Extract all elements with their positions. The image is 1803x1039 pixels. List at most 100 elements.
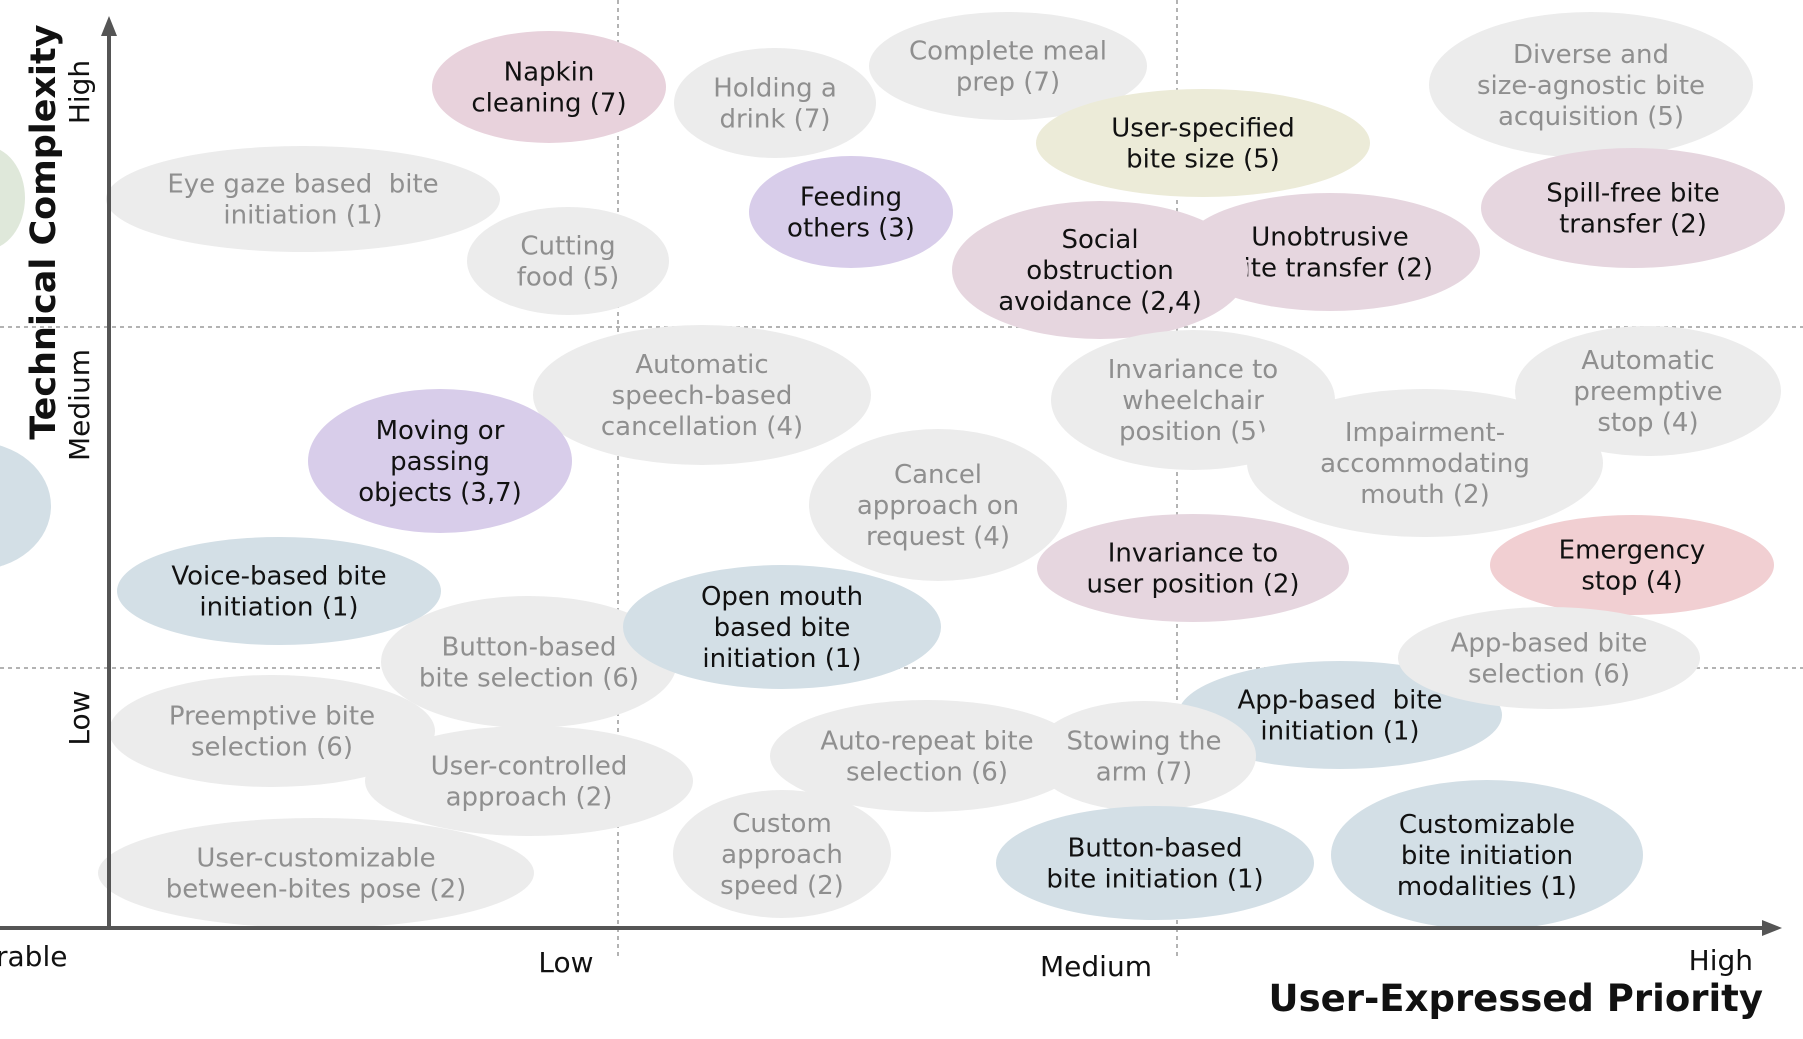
bubble-label-line: bite initiation (1) bbox=[1046, 865, 1263, 895]
bubble-label-line: User-controlled bbox=[431, 752, 628, 782]
bubble-shape bbox=[1037, 514, 1349, 622]
y-axis-title: Technical Complexity bbox=[24, 24, 64, 439]
bubble-label-line: Invariance to bbox=[1108, 539, 1278, 569]
bubble-shape bbox=[0, 149, 25, 247]
bubble-label-line: initiation (1) bbox=[1260, 717, 1419, 747]
bubble-label-line: request (4) bbox=[866, 522, 1010, 552]
bubble-shape bbox=[308, 389, 572, 533]
bubble-shape bbox=[1331, 780, 1643, 930]
bubble-shape bbox=[98, 818, 534, 928]
bubble-label-line: Emergency bbox=[1559, 536, 1706, 566]
bubble-shape bbox=[365, 726, 693, 836]
bubble-shape bbox=[467, 207, 669, 315]
bubble-label-line: Eye gaze based bite bbox=[167, 170, 438, 200]
bubble-label-line: bite size (5) bbox=[1126, 145, 1280, 175]
x-tick-low: Low bbox=[538, 946, 593, 979]
bubble-label-line: bite transfer (2) bbox=[1227, 254, 1433, 284]
bubble-label-line: Open mouth bbox=[701, 582, 863, 612]
bubble-label-line: passing bbox=[390, 447, 490, 477]
bubble-label-line: drink (7) bbox=[719, 105, 830, 135]
bubble-shape bbox=[109, 675, 435, 787]
bubble-label-line: wheelchair bbox=[1122, 386, 1264, 416]
bubble-label-line: Stowing the bbox=[1066, 727, 1221, 757]
bubble-label-line: initiation (1) bbox=[223, 201, 382, 231]
bubble-shape bbox=[1398, 607, 1700, 709]
bubble-label-line: Automatic bbox=[635, 350, 768, 380]
bubble-shape bbox=[533, 325, 871, 465]
bubble-label-line: selection (6) bbox=[1468, 660, 1630, 690]
bubble-label-line: User-customizable bbox=[196, 844, 435, 874]
bubble-label-line: stop (4) bbox=[1581, 567, 1682, 597]
bubble-shape bbox=[673, 790, 891, 918]
bubble-shape bbox=[770, 700, 1084, 812]
bubble-label-line: Complete meal bbox=[909, 37, 1107, 67]
bubble-label-line: bite selection (6) bbox=[419, 664, 639, 694]
bubble-shape bbox=[1032, 701, 1256, 811]
axes: Technical Complexity High Medium Low rab… bbox=[0, 16, 1782, 1020]
bubble-shape bbox=[1036, 89, 1370, 197]
bubble-label-line: bite initiation bbox=[1401, 841, 1573, 871]
bubble-label-line: based bite bbox=[714, 613, 851, 643]
bubble-label-line: preemptive bbox=[1573, 377, 1722, 407]
bubble-label-line: prep (7) bbox=[956, 68, 1060, 98]
bubble-label-line: initiation (1) bbox=[199, 593, 358, 623]
y-tick-high: High bbox=[63, 60, 96, 124]
bubble-label-line: Button-based bbox=[442, 633, 617, 663]
bubble-label-line: approach (2) bbox=[446, 783, 613, 813]
bubble-label-line: others (3) bbox=[787, 214, 915, 244]
bubble-shape bbox=[869, 12, 1147, 120]
bubble-label-line: Moving or bbox=[376, 416, 505, 446]
bubble-shape bbox=[996, 806, 1314, 920]
bubble-label-line: position (5) bbox=[1119, 417, 1267, 447]
bubble-label-line: Unobtrusive bbox=[1251, 223, 1408, 253]
bubble-label-line: Auto-repeat bite bbox=[820, 727, 1033, 757]
bubble-label-line: Spill-free bite bbox=[1546, 179, 1720, 209]
bubble-label-line: speech-based bbox=[612, 381, 793, 411]
bubble-label-line: App-based bite bbox=[1237, 686, 1442, 716]
bubble-label-line: stop (4) bbox=[1597, 408, 1698, 438]
bubble-shape bbox=[1481, 148, 1785, 268]
bubble-label-line: Napkin bbox=[504, 58, 595, 88]
bubble-shape bbox=[1247, 389, 1603, 537]
bubble-label-line: Impairment- bbox=[1345, 418, 1505, 448]
x-tick-high: High bbox=[1689, 944, 1753, 977]
bubble-label-line: Automatic bbox=[1581, 346, 1714, 376]
bubble-label-line: speed (2) bbox=[720, 871, 844, 901]
x-tick-cut-off: rable bbox=[0, 940, 67, 973]
bubble-label-line: approach on bbox=[857, 491, 1019, 521]
bubble-label-line: Customizable bbox=[1399, 810, 1575, 840]
y-tick-low: Low bbox=[63, 690, 96, 745]
bubble-partial-green-edge bbox=[0, 149, 25, 247]
bubble-label-line: cleaning (7) bbox=[471, 89, 626, 119]
bubble-shape bbox=[952, 201, 1248, 339]
bubble-label-line: accommodating bbox=[1320, 449, 1530, 479]
bubble-shape bbox=[1515, 326, 1781, 456]
bubble-label-line: transfer (2) bbox=[1559, 210, 1707, 240]
bubble-label-line: Diverse and bbox=[1513, 40, 1669, 70]
bubble-label-line: App-based bite bbox=[1451, 629, 1648, 659]
bubble-label-line: Preemptive bite bbox=[169, 702, 375, 732]
bubble-shape bbox=[1178, 661, 1502, 769]
bubble-label-line: arm (7) bbox=[1096, 758, 1193, 788]
bubble-label-line: user position (2) bbox=[1086, 570, 1299, 600]
bubble-label-line: User-specified bbox=[1111, 114, 1294, 144]
bubble-label-line: between-bites pose (2) bbox=[166, 875, 467, 905]
